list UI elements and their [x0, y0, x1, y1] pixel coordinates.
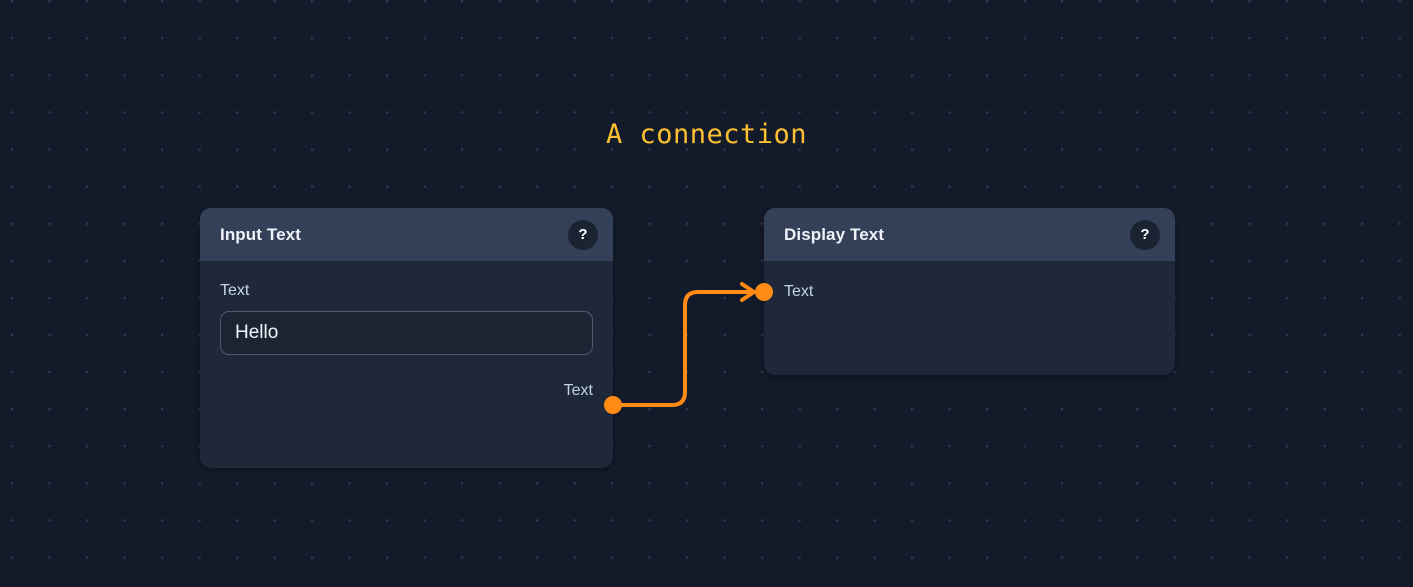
node-body-display-text: Text [764, 279, 1175, 305]
help-icon[interactable]: ? [1130, 219, 1160, 250]
node-title-input-text: Input Text [220, 224, 301, 244]
input-port-label-text: Text [784, 283, 814, 300]
help-icon[interactable]: ? [568, 219, 598, 250]
node-title-display-text: Display Text [784, 224, 885, 244]
node-input-text[interactable]: Input Text ? Text Text [200, 208, 622, 468]
node-display-text[interactable]: Display Text ? Text [755, 208, 1175, 375]
node-header-display-text[interactable]: Display Text ? [764, 208, 1175, 261]
connection-edge-input-to-display[interactable] [611, 282, 756, 407]
output-port-dot-text[interactable] [604, 396, 622, 414]
output-port-row-text[interactable]: Text [200, 378, 613, 404]
page-title: A connection [605, 119, 808, 150]
edge-path [611, 290, 754, 407]
text-input[interactable] [220, 311, 593, 355]
input-port-row-text[interactable]: Text [764, 279, 1175, 305]
input-port-dot-text[interactable] [755, 283, 773, 301]
node-header-input-text[interactable]: Input Text ? [200, 208, 613, 261]
node-input-text-surface: Input Text ? Text Text [200, 208, 613, 468]
output-port-label-text: Text [563, 382, 593, 399]
field-label-text: Text [220, 282, 250, 299]
node-display-text-surface: Display Text ? Text [764, 208, 1175, 375]
edge-arrowhead-icon [740, 282, 756, 302]
node-body-input-text: Text Text [200, 261, 613, 404]
